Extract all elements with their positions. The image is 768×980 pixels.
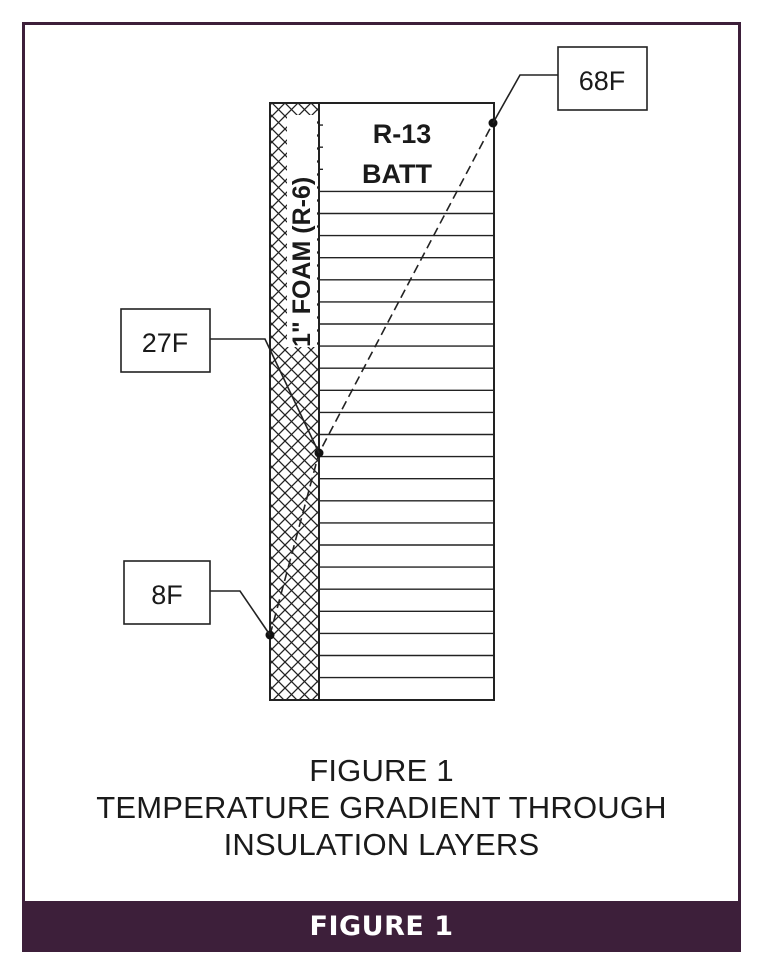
figure-frame: R-13 BATT 1" FOAM (R-6) 8F 27F 68F FIGUR… [22,22,741,950]
temp-label-interface: 27F [142,328,189,358]
footer-label: FIGURE 1 [309,911,454,942]
footer-bar: FIGURE 1 [22,901,741,952]
temp-label-inner: 68F [579,66,626,96]
foam-label: 1" FOAM (R-6) [288,177,316,347]
leader-inner [492,74,558,124]
batt-layer [318,102,495,701]
batt-label-line1: R-13 [373,119,432,149]
caption-line1: FIGURE 1 [309,753,454,788]
callout-box-interface [120,308,211,373]
callout-box-outer [123,560,211,625]
leader-outer [210,590,271,636]
insulation-diagram: R-13 BATT 1" FOAM (R-6) 8F 27F 68F [120,46,648,701]
figure-caption: FIGURE 1 TEMPERATURE GRADIENT THROUGH IN… [25,752,738,863]
temp-label-outer: 8F [151,580,183,610]
callout-box-inner [557,46,648,111]
batt-label-line2: BATT [362,159,432,189]
leader-interface [210,338,320,454]
caption-line3: INSULATION LAYERS [223,827,540,862]
caption-line2: TEMPERATURE GRADIENT THROUGH [96,790,667,825]
